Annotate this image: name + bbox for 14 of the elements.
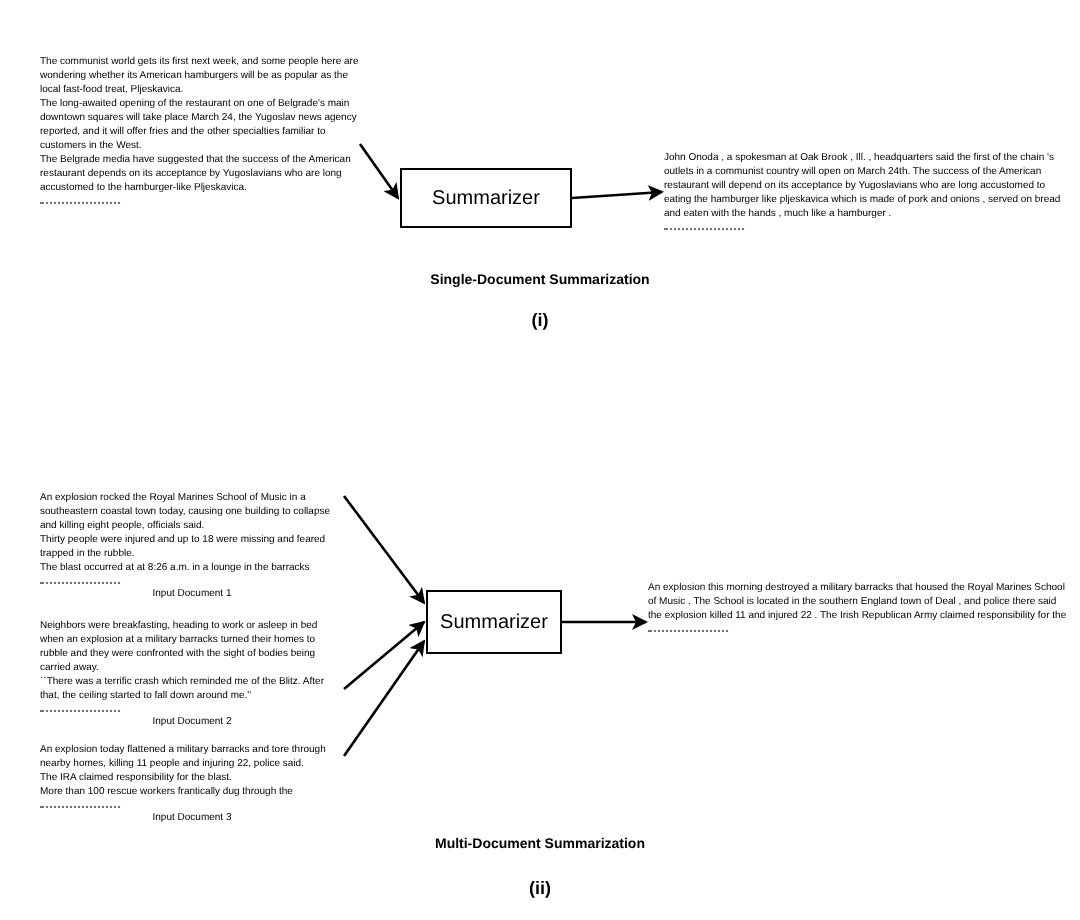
figure-number: (ii)	[527, 876, 553, 902]
arrow	[562, 614, 648, 630]
document-text	[40, 56, 360, 204]
arrow	[358, 143, 400, 200]
figure-number: (i)	[529, 308, 551, 334]
arrow	[343, 620, 426, 690]
document-text	[648, 582, 1072, 632]
arrow	[571, 184, 664, 201]
arrow	[342, 495, 426, 605]
process-label: Summarizer	[432, 185, 540, 213]
process-box	[400, 168, 572, 228]
arrow	[342, 639, 426, 757]
process-label: Summarizer	[440, 609, 548, 637]
process-box	[426, 590, 562, 654]
